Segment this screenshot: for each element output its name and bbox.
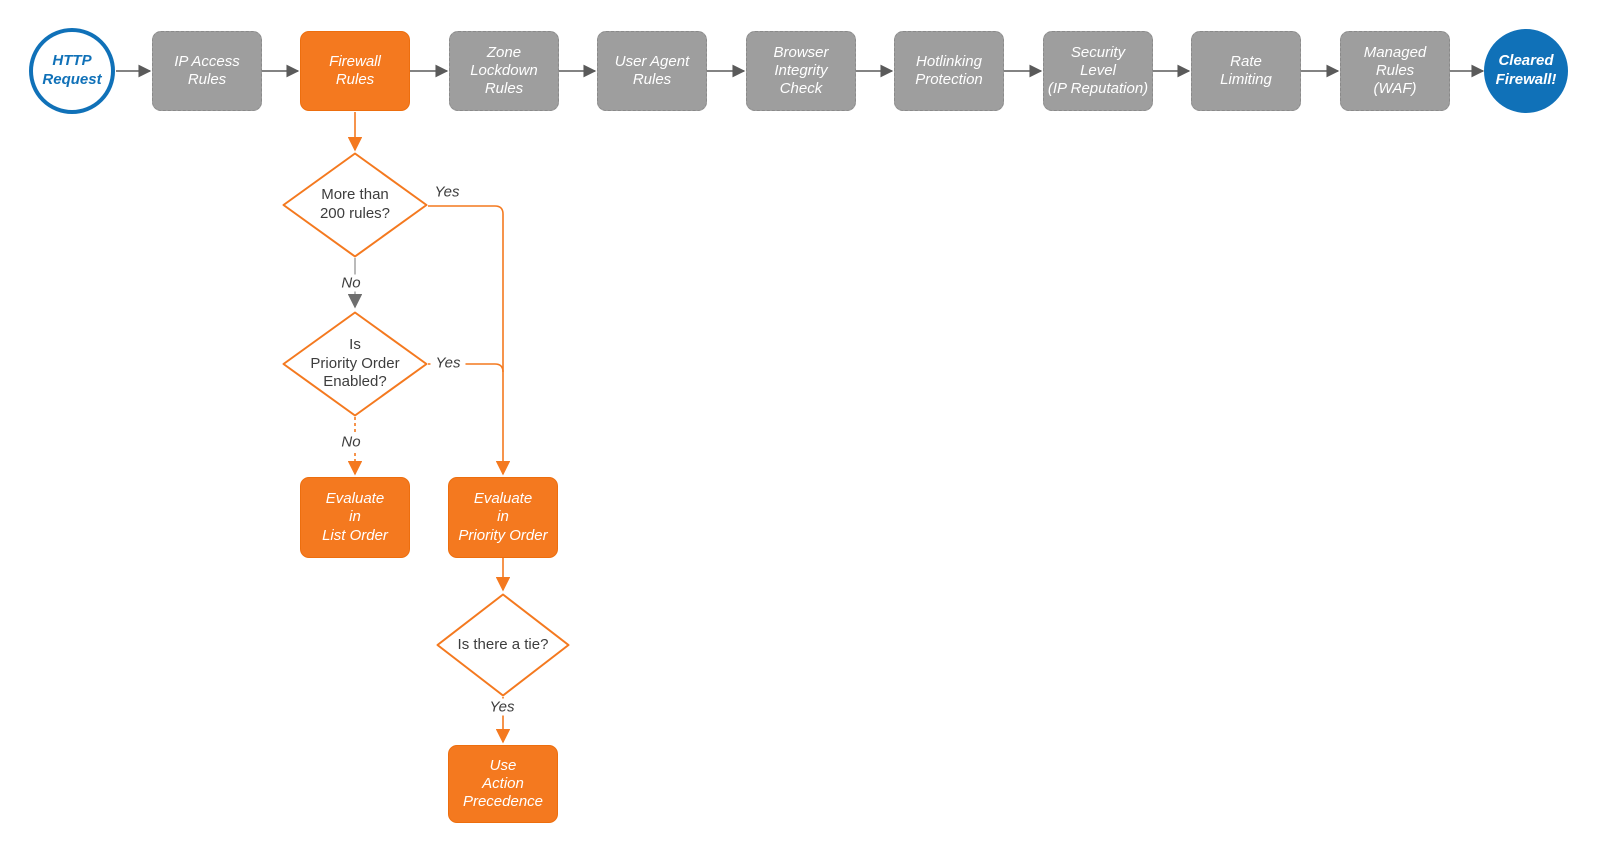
node-label: Browser Integrity Check bbox=[773, 43, 829, 98]
node-label: User Agent Rules bbox=[614, 52, 690, 88]
node-label: Is there a tie? bbox=[457, 635, 549, 653]
node-label: HTTP Request bbox=[42, 52, 102, 88]
node-ip-access-rules: IP Access Rules bbox=[152, 31, 262, 111]
edge-label-no-more-than-200: No bbox=[336, 274, 366, 292]
edge-label-no-priority-enabled: No bbox=[336, 433, 366, 451]
node-label: Use Action Precedence bbox=[462, 756, 544, 811]
node-hotlinking-protection: Hotlinking Protection bbox=[894, 31, 1004, 111]
node-cleared-firewall: Cleared Firewall! bbox=[1484, 29, 1568, 113]
node-label: Zone Lockdown Rules bbox=[470, 43, 538, 98]
node-security-level: Security Level (IP Reputation) bbox=[1043, 31, 1153, 111]
node-managed-rules-waf: Managed Rules (WAF) bbox=[1340, 31, 1450, 111]
node-label: Firewall Rules bbox=[329, 52, 381, 88]
edge-label-yes-more-than-200: Yes bbox=[429, 183, 465, 201]
diamond-shape bbox=[282, 152, 428, 258]
node-browser-integrity-check: Browser Integrity Check bbox=[746, 31, 856, 111]
node-label: Managed Rules (WAF) bbox=[1363, 43, 1427, 98]
decision-more-than-200-rules: More than 200 rules? bbox=[282, 152, 428, 258]
decision-is-there-a-tie: Is there a tie? bbox=[436, 593, 570, 697]
node-firewall-rules: Firewall Rules bbox=[300, 31, 410, 111]
node-label: Security Level (IP Reputation) bbox=[1047, 43, 1149, 98]
decision-priority-order-enabled: Is Priority Order Enabled? bbox=[282, 311, 428, 417]
node-http-request: HTTP Request bbox=[29, 28, 115, 114]
diamond-shape bbox=[282, 311, 428, 417]
node-label: Evaluate in List Order bbox=[322, 490, 388, 544]
node-use-action-precedence: Use Action Precedence bbox=[448, 745, 558, 823]
node-label: Rate Limiting bbox=[1220, 52, 1272, 88]
node-evaluate-in-priority-order: Evaluate in Priority Order bbox=[448, 477, 558, 558]
node-label: Is Priority Order Enabled? bbox=[310, 335, 400, 391]
diamond-shape bbox=[436, 593, 570, 697]
node-evaluate-in-list-order: Evaluate in List Order bbox=[300, 477, 410, 558]
node-zone-lockdown-rules: Zone Lockdown Rules bbox=[449, 31, 559, 111]
node-user-agent-rules: User Agent Rules bbox=[597, 31, 707, 111]
node-label: Cleared Firewall! bbox=[1495, 52, 1557, 88]
node-label: Evaluate in Priority Order bbox=[458, 490, 548, 544]
node-label: IP Access Rules bbox=[174, 52, 240, 88]
node-label: More than 200 rules? bbox=[319, 186, 391, 222]
edge-label-yes-tie: Yes bbox=[484, 698, 520, 716]
node-rate-limiting: Rate Limiting bbox=[1191, 31, 1301, 111]
node-label: Hotlinking Protection bbox=[915, 52, 983, 88]
edge-label-yes-priority-enabled: Yes bbox=[430, 354, 466, 372]
